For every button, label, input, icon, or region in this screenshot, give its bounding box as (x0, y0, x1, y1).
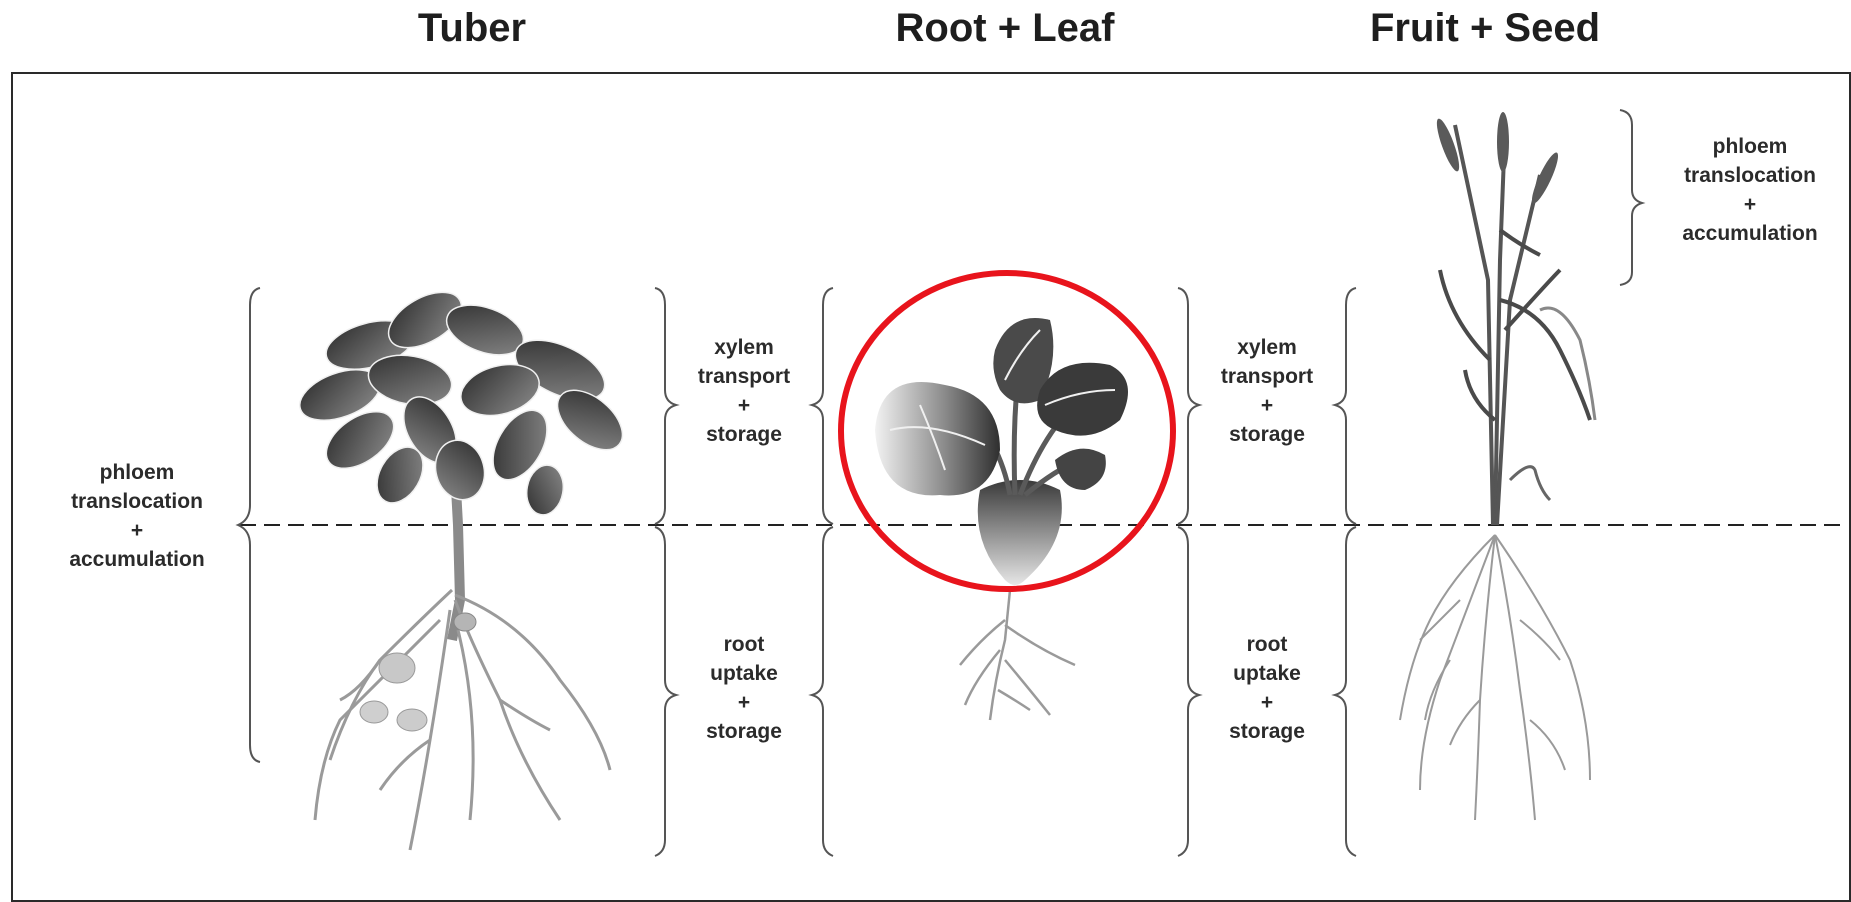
label-line: uptake (1157, 659, 1377, 688)
label-line: accumulation (27, 545, 247, 574)
label-line: uptake (634, 659, 854, 688)
label-line: + (1157, 688, 1377, 717)
bracket-right-phloem (1620, 110, 1642, 285)
label-xylem-1: xylem transport + storage (634, 333, 854, 449)
label-line: translocation (1640, 161, 1851, 190)
label-line: + (1157, 391, 1377, 420)
label-line: storage (634, 717, 854, 746)
wheat-plant (1400, 112, 1595, 820)
label-line: + (634, 391, 854, 420)
label-line: + (634, 688, 854, 717)
label-line: transport (1157, 362, 1377, 391)
label-line: transport (634, 362, 854, 391)
label-line: xylem (634, 333, 854, 362)
label-line: phloem (27, 458, 247, 487)
label-line: root (1157, 630, 1377, 659)
label-line: root (634, 630, 854, 659)
label-left-phloem: phloem translocation + accumulation (27, 458, 247, 574)
label-line: storage (1157, 420, 1377, 449)
label-line: storage (1157, 717, 1377, 746)
label-root-1: root uptake + storage (634, 630, 854, 746)
label-right-phloem: phloem translocation + accumulation (1640, 132, 1851, 248)
label-line: + (27, 516, 247, 545)
label-line: storage (634, 420, 854, 449)
label-xylem-2: xylem transport + storage (1157, 333, 1377, 449)
label-line: accumulation (1640, 219, 1851, 248)
label-line: translocation (27, 487, 247, 516)
potato-plant (293, 281, 633, 850)
label-root-2: root uptake + storage (1157, 630, 1377, 746)
label-line: phloem (1640, 132, 1851, 161)
label-line: xylem (1157, 333, 1377, 362)
beet-plant (875, 318, 1128, 720)
label-line: + (1640, 190, 1851, 219)
